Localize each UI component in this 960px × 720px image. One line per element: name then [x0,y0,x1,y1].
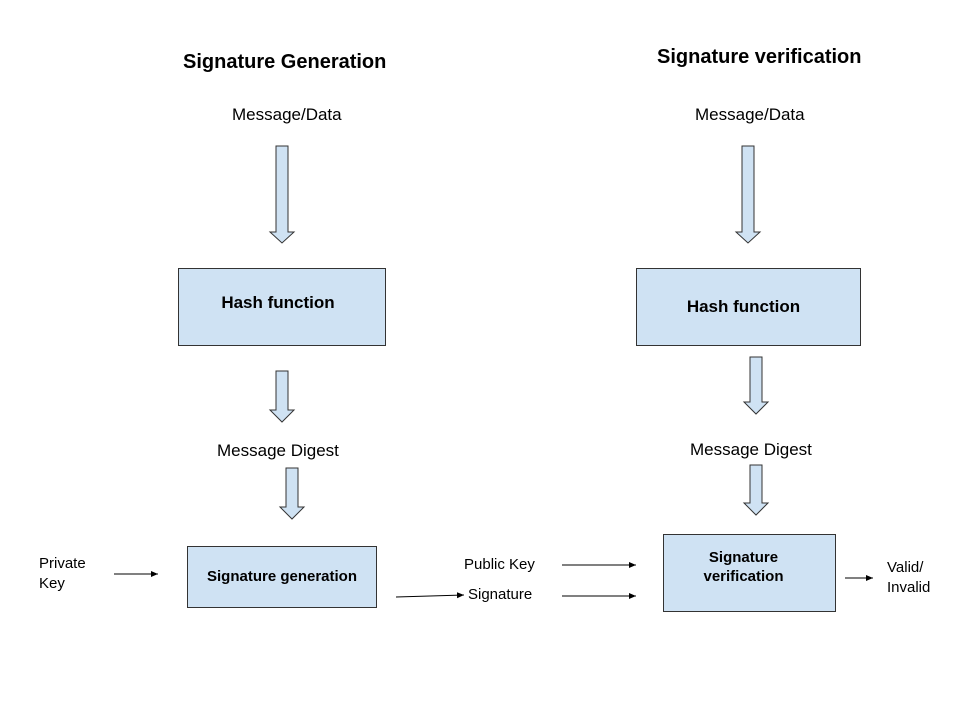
private-key-line1: Private [39,555,86,572]
generation-title: Signature Generation [183,51,387,73]
block-arrow-message-to-hash-right [734,145,762,244]
block-arrow-hash-to-digest-right [742,356,770,415]
private-key-line2: Key [39,575,65,592]
block-arrow-digest-to-sign [278,467,306,520]
generation-hash-function-label: Hash function [221,293,335,312]
generation-message-label: Message/Data [232,105,342,124]
verification-hash-function-label: Hash function [686,297,801,316]
generation-digest-label: Message Digest [217,441,339,460]
arrow-sign-to-signature [395,592,465,599]
result-label: Valid/ Invalid [887,558,930,598]
result-line2: Invalid [887,579,931,596]
verification-message-label: Message/Data [695,105,805,124]
block-arrow-message-to-hash-left [268,145,296,244]
public-key-label: Public Key [464,556,535,573]
block-arrow-digest-to-verify [742,464,770,516]
result-line1: Valid/ [887,559,924,576]
signature-label: Signature [468,586,533,603]
signature-verification-box: Signature verification [663,534,836,612]
signature-verification-label: Signature verification [703,548,783,586]
signature-generation-label: Signature generation [206,567,358,585]
verification-digest-label: Message Digest [690,440,812,459]
block-arrow-hash-to-digest-left [268,370,296,423]
private-key-label: Private Key [39,554,86,594]
generation-hash-function-box: Hash function [178,268,386,346]
verification-hash-function-box: Hash function [636,268,861,346]
signature-generation-box: Signature generation [187,546,377,608]
verification-title: Signature verification [657,46,862,68]
signature-verification-line1: Signature [708,549,779,566]
signature-verification-line2: verification [703,568,784,585]
